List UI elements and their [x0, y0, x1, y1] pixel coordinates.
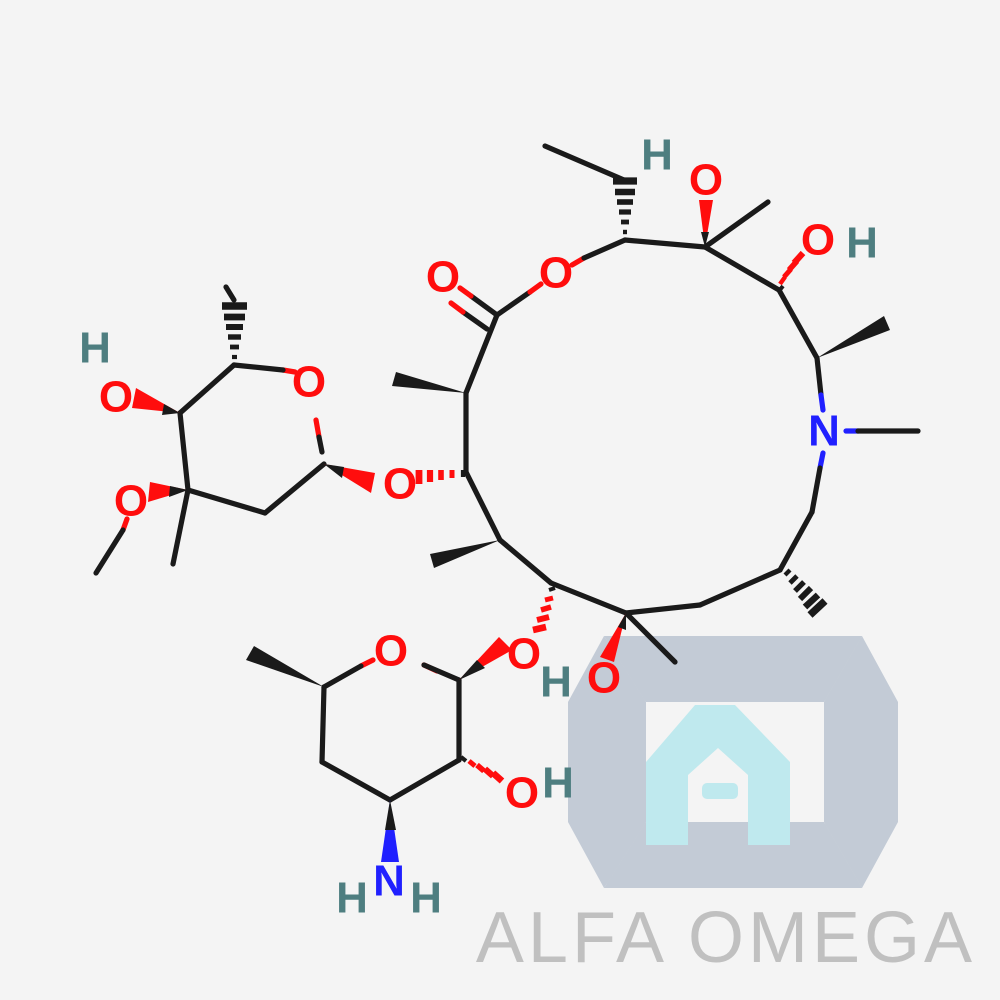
wedge-c4-methyl — [430, 540, 500, 568]
bond-c12-methyl — [702, 199, 771, 250]
cladinose-sugar — [93, 284, 375, 576]
atom-label-O: O — [539, 249, 573, 298]
atom-label-H: H — [79, 324, 111, 373]
bond-hash-c5-oglyco — [532, 586, 556, 634]
atom-label-O: O — [689, 156, 723, 205]
atom-label-O: O — [801, 216, 835, 265]
bond-ethyl-ch2-ch3 — [542, 143, 627, 183]
atom-label-O: O — [587, 654, 621, 703]
atom-label-N: N — [373, 857, 405, 906]
wedge-c10-methyl — [817, 316, 890, 358]
macrolide-substituents — [392, 143, 921, 665]
wedge-c12-oh — [699, 200, 713, 247]
bond-hash-c3-oglyco — [415, 470, 466, 484]
bond-ome-ch3 — [93, 527, 126, 576]
bond-hash-c8-methyl — [783, 568, 828, 618]
atom-label-O: O — [426, 253, 460, 302]
atom-label-O: O — [99, 373, 133, 422]
wedge-des-amine — [381, 800, 399, 862]
wedge-clad-ome — [148, 482, 188, 502]
bond-hash-c13-ethyl — [613, 177, 637, 235]
atom-label-O: O — [507, 630, 541, 679]
atom-label-H: H — [410, 874, 442, 923]
bond-hash-des-oh — [459, 755, 505, 784]
wedge-des-c5-methyl — [246, 646, 324, 687]
bond-clad-c3-methyl — [170, 487, 191, 567]
atom-label-H: H — [542, 759, 574, 808]
atom-label-H: H — [540, 658, 572, 707]
bond-hash-clad-c5-methyl — [222, 302, 247, 360]
atom-label-group: H O O O O O O H O O H N H O O O O H N H — [79, 131, 878, 923]
atom-label-O: O — [374, 627, 408, 676]
bond-c6-methyl — [623, 610, 678, 665]
atom-label-O: O — [505, 769, 539, 818]
atom-label-H: H — [641, 131, 673, 180]
atom-label-O: O — [114, 477, 148, 526]
macrolactone-ring — [448, 237, 826, 616]
atom-label-H: H — [336, 874, 368, 923]
atom-label-O: O — [383, 460, 417, 509]
atom-label-H: H — [846, 219, 878, 268]
atom-label-O: O — [292, 358, 326, 407]
bond-hash-c11-oh — [777, 250, 806, 293]
bond-clad-c5-methyl-tip — [223, 284, 237, 303]
wedge-c2-methyl — [392, 372, 466, 393]
atom-label-N: N — [808, 407, 840, 456]
desosamine-sugar — [246, 637, 512, 862]
